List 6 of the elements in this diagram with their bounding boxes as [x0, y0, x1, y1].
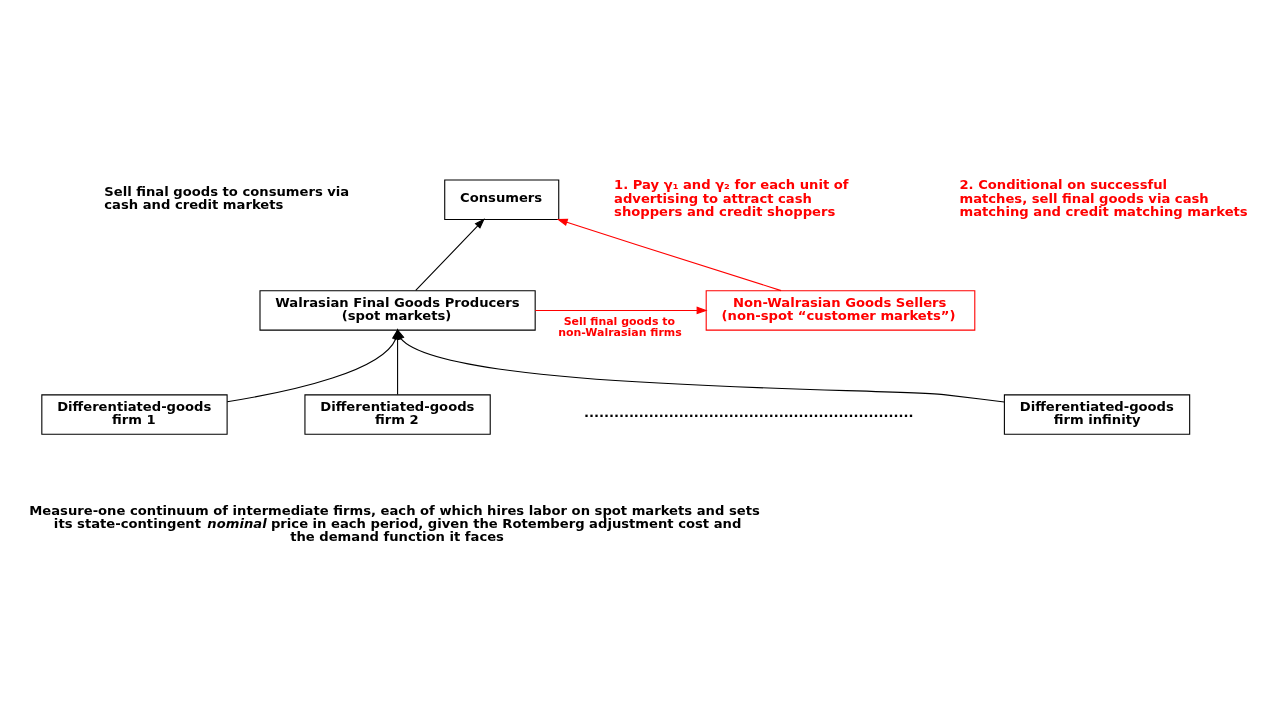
label: 1. Pay γ₁ and γ₂ for each unit of advertising to attract cash shoppers and credit shoppers: [614, 177, 849, 219]
label: ..................................................................: [583, 404, 914, 420]
label: Sell final goods to consumers via cash and credit markets: [104, 183, 350, 213]
edge-label: Sell final goods to non-Walrasian firms: [558, 314, 682, 339]
label: Measure-one continuum of intermediate firms, each of which hires labor on spot markets and sets its state-contingent nominal price in each period, given the Rotemberg adjustment cost and the demand function it faces: [29, 503, 760, 545]
label: 2. Conditional on successful matches, sell final goods via cash matching and credit matching markets: [959, 177, 1248, 219]
